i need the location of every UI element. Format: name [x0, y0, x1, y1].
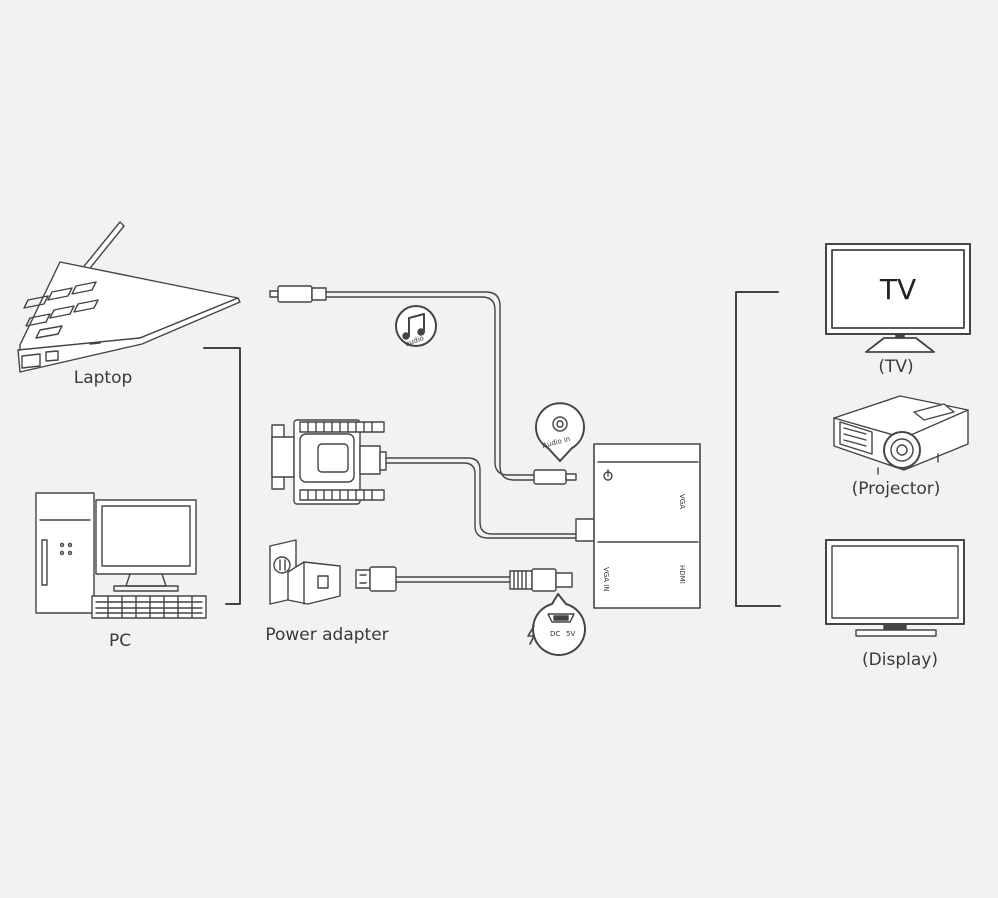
audio-in-callout: Audio in [535, 402, 585, 462]
dc-label: DC [550, 630, 560, 638]
power-adapter-icon [269, 539, 341, 605]
tv-icon [825, 243, 971, 353]
vga-in-port-label: VGA IN [602, 567, 610, 592]
display-icon [825, 539, 965, 637]
pc-icon [35, 492, 207, 619]
output-bracket [735, 291, 781, 607]
music-note-icon: audio [395, 305, 437, 348]
lightning-icon [527, 625, 535, 645]
audio-cable [269, 285, 577, 485]
projector-label: (Projector) [851, 479, 941, 499]
hdmi-port-label: HDMI [678, 565, 686, 584]
source-bracket [203, 347, 241, 605]
laptop-label: Laptop [73, 368, 133, 388]
power-adapter-label: Power adapter [265, 625, 389, 645]
dc-power-callout: DC 5V [532, 593, 586, 657]
tv-screen-text: TV [879, 273, 917, 306]
usb-power-cable [355, 566, 573, 592]
dc-voltage-label: 5V [566, 630, 575, 638]
display-label: (Display) [862, 650, 938, 670]
tv-label: (TV) [878, 357, 914, 377]
vga-cable [271, 419, 599, 542]
converter-box: VGA HDMI VGA IN [593, 443, 701, 609]
projector-icon [833, 395, 969, 475]
laptop-icon [17, 221, 241, 373]
vga-port-label: VGA [678, 494, 686, 509]
pc-label: PC [108, 631, 132, 651]
